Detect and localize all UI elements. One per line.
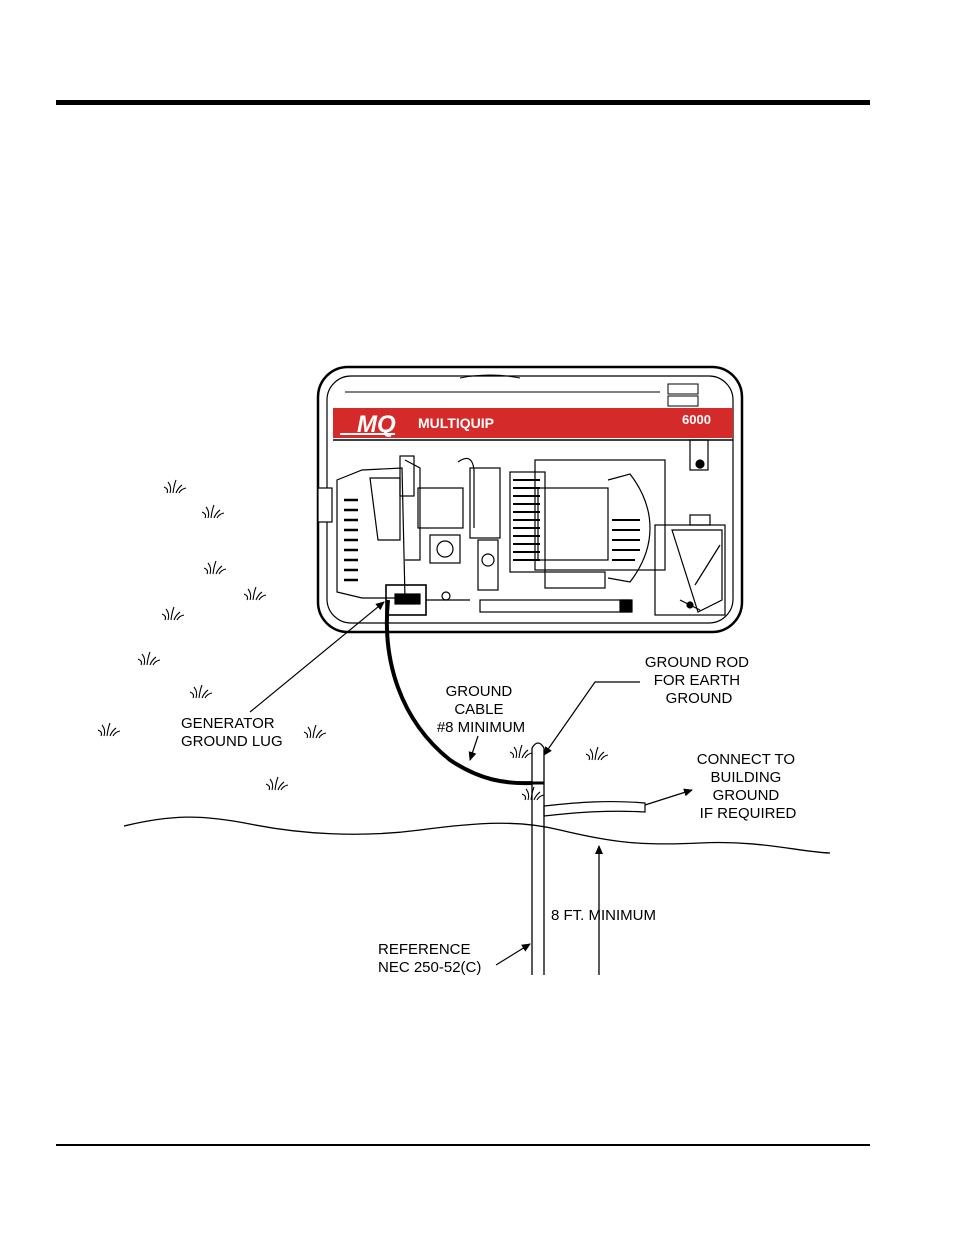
- brand-name: MULTIQUIP: [418, 415, 494, 431]
- grass-tuft-icon: [162, 607, 184, 620]
- building-leader-arrow: [645, 790, 692, 805]
- logo-text: MQ: [357, 411, 396, 438]
- generator: MQ MULTIQUIP 6000: [318, 367, 742, 632]
- ground-rod-label: GROUND ROD FOR EARTH GROUND: [645, 654, 753, 707]
- reference-leader-arrow: [496, 944, 530, 965]
- grass-tuft-icon: [190, 685, 212, 698]
- building-ground-label: CONNECT TO BUILDING GROUND IF REQUIRED: [697, 751, 800, 822]
- grass-tuft-icon: [164, 480, 186, 493]
- grass-tuft-icon: [586, 747, 608, 760]
- grass-tuft-icon: [510, 745, 532, 758]
- grass-tuft-icon: [138, 652, 160, 665]
- grass-tuft-icon: [266, 777, 288, 790]
- ground-surface: [124, 817, 830, 853]
- generator-lug-label: GENERATOR GROUND LUG: [181, 715, 283, 750]
- depth-label: 8 FT. MINIMUM: [551, 907, 656, 924]
- rod-leader-arrow: [544, 682, 640, 755]
- generator-frame: [318, 367, 742, 632]
- grass-tuft-icon: [202, 505, 224, 518]
- grass-tuft-icon: [204, 561, 226, 574]
- cable-leader-arrow: [470, 736, 478, 760]
- grass-tuft-icon: [522, 787, 544, 800]
- grass-tuft-icon: [98, 723, 120, 736]
- lug-leader-arrow: [250, 602, 384, 712]
- model-number: 6000: [682, 412, 711, 427]
- ground-rod: [532, 743, 544, 975]
- grass-tuft-icon: [244, 587, 266, 600]
- ground-cable-label: GROUND CABLE #8 MINIMUM: [437, 683, 525, 736]
- reference-label: REFERENCE NEC 250-52(C): [378, 941, 481, 976]
- building-ground-wire: [544, 802, 645, 816]
- grass-tuft-icon: [304, 725, 326, 738]
